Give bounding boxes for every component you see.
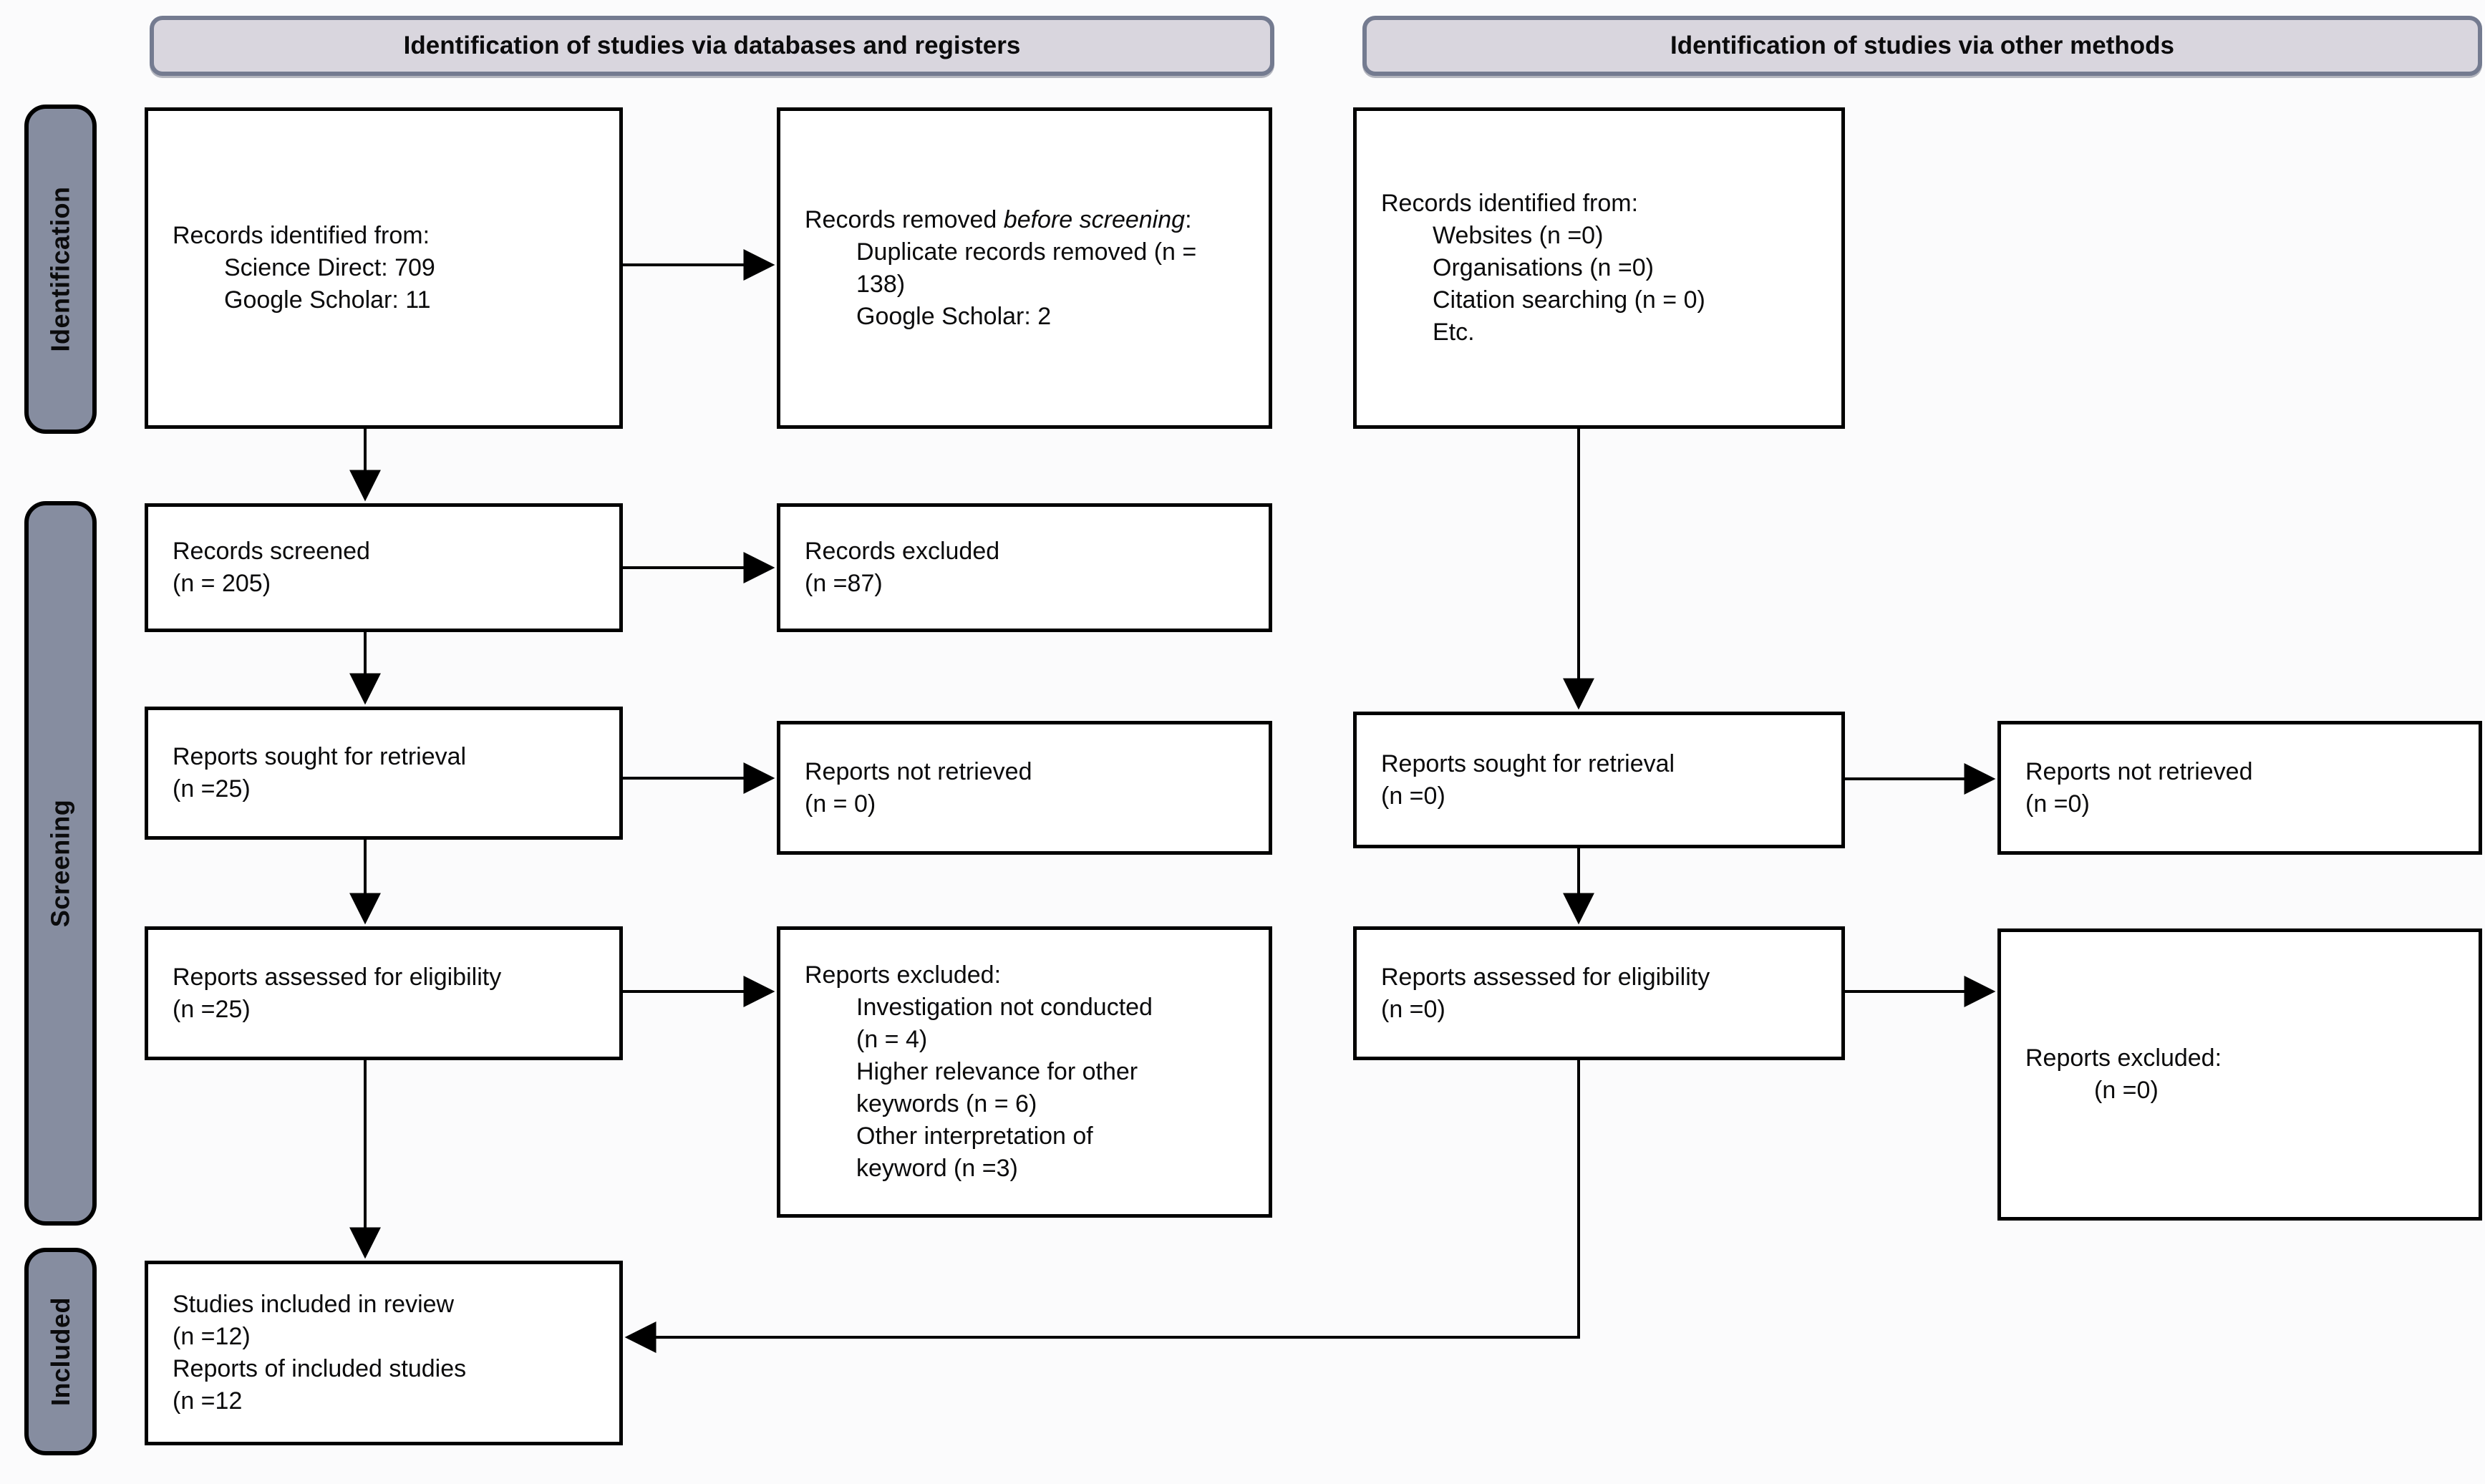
box-reports-sought-other: Reports sought for retrieval (n =0) — [1353, 712, 1845, 848]
header-other-methods: Identification of studies via other meth… — [1362, 16, 2482, 76]
box-text-line: Reports excluded: — [2025, 1044, 2222, 1072]
box-reports-assessed-databases: Reports assessed for eligibility (n =25) — [145, 926, 623, 1060]
box-text-line: Higher relevance for other keywords (n =… — [856, 1058, 1138, 1117]
header-databases-registers-label: Identification of studies via databases … — [403, 31, 1021, 59]
box-text-line: (n =0) — [1381, 995, 1445, 1023]
box-text-line: (n = 0) — [805, 790, 876, 818]
box-text-line: Reports sought for retrieval — [1381, 750, 1675, 777]
box-reports-excluded-other: Reports excluded: (n =0) — [1997, 928, 2482, 1221]
box-reports-assessed-other: Reports assessed for eligibility (n =0) — [1353, 926, 1845, 1060]
box-text-line: (n =25) — [173, 995, 251, 1023]
stage-included-label: Included — [45, 1296, 75, 1407]
header-other-methods-label: Identification of studies via other meth… — [1670, 31, 2174, 59]
box-records-identified-other: Records identified from: Websites (n =0)… — [1353, 107, 1845, 429]
records-removed-prefix: Records removed — [805, 205, 1004, 233]
box-text-line: Duplicate records removed (n = 138) — [856, 238, 1197, 298]
box-text-line: Records removed before screening: — [805, 204, 1192, 236]
stage-identification-label: Identification — [45, 186, 75, 352]
box-records-identified-databases: Records identified from: Science Direct:… — [145, 107, 623, 429]
box-text-line: Reports not retrieved — [2025, 757, 2253, 785]
stage-identification: Identification — [24, 105, 97, 434]
box-text-line: Organisations (n =0) — [1433, 254, 1654, 281]
box-text-line: Records excluded — [805, 538, 1000, 565]
stage-included: Included — [24, 1248, 97, 1455]
box-text-line: (n =0) — [1381, 782, 1445, 810]
box-text-line: Science Direct: 709 — [224, 254, 435, 281]
box-text-line: Records screened — [173, 538, 370, 565]
box-text-line: Studies included in review — [173, 1291, 455, 1318]
box-text-line: Citation searching (n = 0) — [1433, 286, 1705, 314]
box-text-line: (n =0) — [2094, 1077, 2159, 1104]
records-removed-italic: before screening — [1003, 205, 1186, 233]
box-text-line: Reports sought for retrieval — [173, 743, 467, 770]
box-text-line: Reports of included studies — [173, 1355, 467, 1382]
records-removed-colon: : — [1185, 205, 1192, 233]
box-text-line: Reports assessed for eligibility — [1381, 963, 1710, 991]
box-records-screened: Records screened (n = 205) — [145, 503, 623, 632]
box-studies-included: Studies included in review (n =12) Repor… — [145, 1261, 623, 1445]
box-text-line: Investigation not conducted (n = 4) — [856, 994, 1153, 1053]
box-reports-not-retrieved-other: Reports not retrieved (n =0) — [1997, 721, 2482, 855]
box-text-line: (n =12 — [173, 1387, 243, 1415]
header-databases-registers: Identification of studies via databases … — [150, 16, 1274, 76]
box-text-line: (n =12) — [173, 1323, 251, 1350]
box-text-line: Reports assessed for eligibility — [173, 963, 502, 991]
box-reports-sought-databases: Reports sought for retrieval (n =25) — [145, 707, 623, 840]
box-text-line: (n =25) — [173, 775, 251, 802]
box-text-line: Websites (n =0) — [1433, 222, 1604, 249]
box-text-line: Records identified from: — [1381, 190, 1639, 217]
box-text-line: Reports not retrieved — [805, 757, 1032, 785]
stage-screening: Screening — [24, 501, 97, 1226]
box-text-line: Etc. — [1433, 319, 1475, 346]
box-text-line: Other interpretation of keyword (n =3) — [856, 1122, 1093, 1182]
box-records-removed: Records removed before screening: Duplic… — [777, 107, 1272, 429]
box-text-line: Google Scholar: 2 — [856, 302, 1052, 330]
box-text-line: Records identified from: — [173, 222, 430, 249]
box-text-line: (n = 205) — [173, 570, 271, 597]
box-text-line: (n =0) — [2025, 790, 2090, 818]
box-reports-not-retrieved-databases: Reports not retrieved (n = 0) — [777, 721, 1272, 855]
box-text-line: Reports excluded: — [805, 961, 1002, 989]
box-records-excluded: Records excluded (n =87) — [777, 503, 1272, 632]
stage-screening-label: Screening — [45, 799, 75, 928]
box-text-line: (n =87) — [805, 570, 883, 597]
box-text-line: Google Scholar: 11 — [224, 286, 431, 314]
box-reports-excluded-databases: Reports excluded: Investigation not cond… — [777, 926, 1272, 1218]
